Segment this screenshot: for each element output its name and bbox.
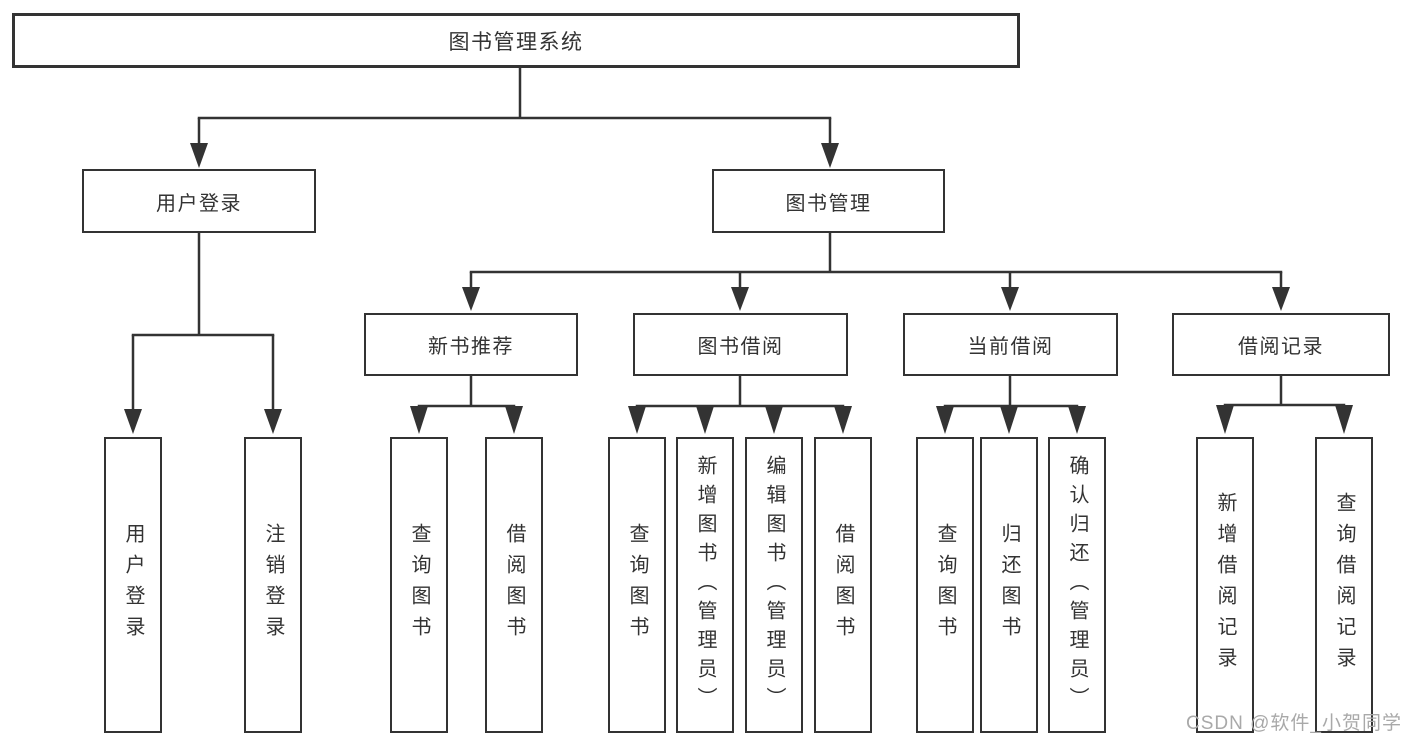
connector-new-books-to-leaves [410,376,523,434]
leaf-new-books-query-books: 查询图书 [390,437,448,733]
leaf-current-borrowing-confirm-return-admin: 确认归还（管理员） [1048,437,1106,733]
leaf-label: 编辑图书（管理员） [763,454,785,716]
connector-borrowing-records-to-leaves [1216,376,1353,434]
leaf-new-books-borrow-books: 借阅图书 [485,437,543,733]
leaf-label: 归还图书 [998,523,1020,647]
node-current-borrowing: 当前借阅 [903,313,1118,376]
node-user-login: 用户登录 [82,169,316,233]
connector-current-borrowing-to-leaves [936,376,1086,434]
leaf-label: 查询图书 [408,523,430,647]
leaf-user-login: 用户登录 [104,437,162,733]
leaf-borrowing-records-query-record: 查询借阅记录 [1315,437,1373,733]
connector-book-borrowing-to-leaves [628,376,852,434]
leaf-label: 注销登录 [262,523,284,647]
leaf-label: 用户登录 [122,523,144,647]
leaf-current-borrowing-return-books: 归还图书 [980,437,1038,733]
leaf-book-borrowing-query-books: 查询图书 [608,437,666,733]
leaf-label: 查询图书 [626,523,648,647]
csdn-watermark: CSDN @软件_小贺同学 [1186,713,1402,734]
leaf-label: 查询图书 [934,523,956,647]
connector-book-management-to-level3 [462,233,1290,311]
node-library-management-system: 图书管理系统 [12,13,1020,68]
node-book-borrowing: 图书借阅 [633,313,848,376]
leaf-current-borrowing-query-books: 查询图书 [916,437,974,733]
connector-root-to-level2 [190,68,839,168]
node-book-management: 图书管理 [712,169,945,233]
leaf-label: 新增图书（管理员） [694,454,716,716]
leaf-book-borrowing-add-books-admin: 新增图书（管理员） [676,437,734,733]
connector-user-login-to-leaves [124,233,282,434]
node-new-book-recommendation: 新书推荐 [364,313,578,376]
leaf-label: 借阅图书 [832,523,854,647]
leaf-book-borrowing-edit-books-admin: 编辑图书（管理员） [745,437,803,733]
leaf-label: 查询借阅记录 [1333,492,1355,678]
leaf-label: 确认归还（管理员） [1066,454,1088,716]
leaf-label: 借阅图书 [503,523,525,647]
leaf-borrowing-records-add-record: 新增借阅记录 [1196,437,1254,733]
node-borrowing-records: 借阅记录 [1172,313,1390,376]
leaf-book-borrowing-borrow-books: 借阅图书 [814,437,872,733]
leaf-logout-login: 注销登录 [244,437,302,733]
leaf-label: 新增借阅记录 [1214,492,1236,678]
